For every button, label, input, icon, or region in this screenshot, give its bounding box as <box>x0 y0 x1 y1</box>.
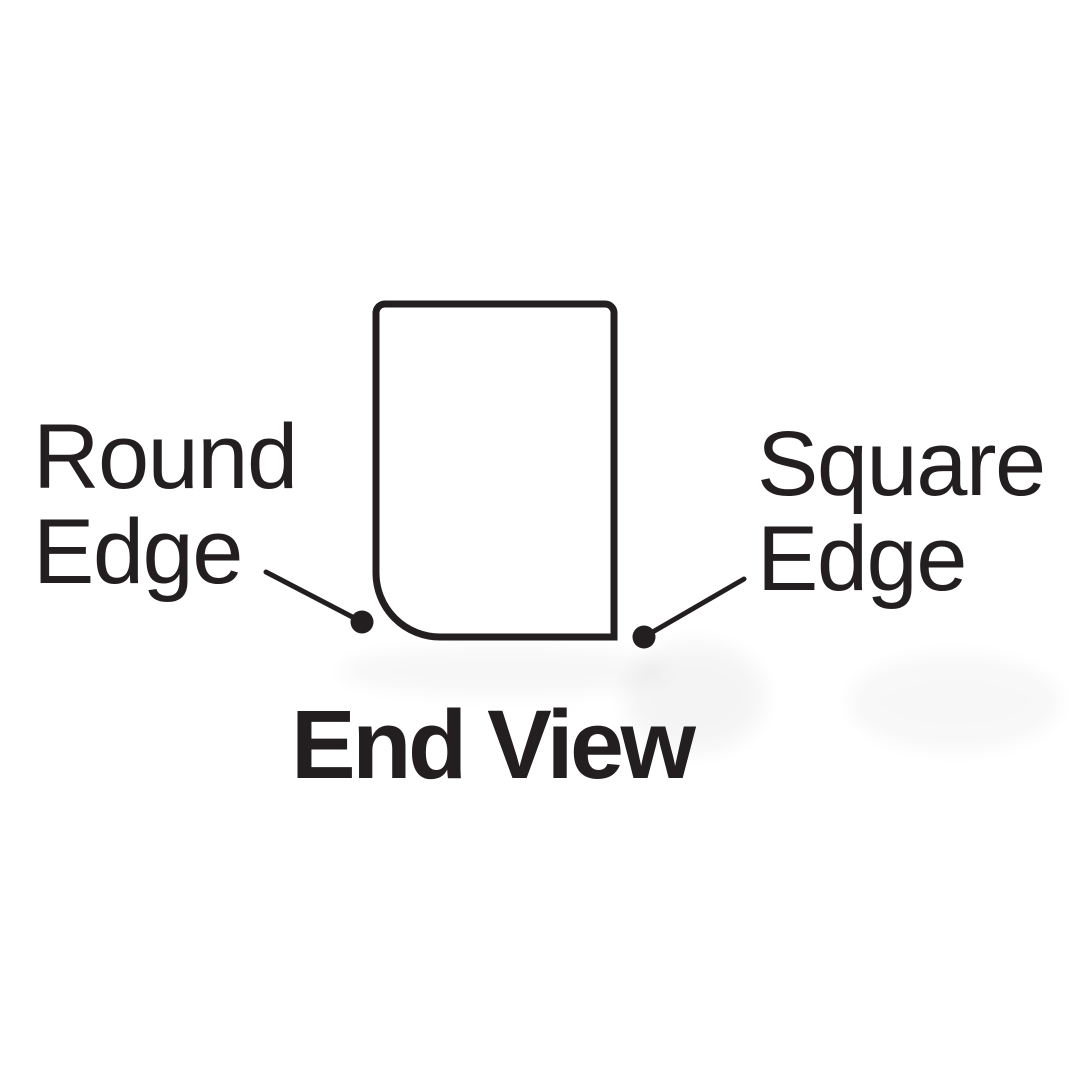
square-edge-dot <box>632 625 656 649</box>
label-round-edge-line2: Edge <box>33 501 243 603</box>
label-round-edge: Round Edge <box>33 406 298 603</box>
round-edge-leader-line <box>263 569 365 625</box>
label-round-edge-line1: Round <box>33 406 298 508</box>
round-edge-dot <box>350 610 374 634</box>
label-square-edge-line2: Edge <box>757 508 967 610</box>
label-square-edge-line1: Square <box>757 413 1046 515</box>
square-edge-leader-line <box>641 576 747 640</box>
diagram-title: End View <box>291 690 696 799</box>
end-view-shape <box>372 300 618 641</box>
label-square-edge: Square Edge <box>757 413 1046 610</box>
shadow-artifact <box>625 642 765 752</box>
